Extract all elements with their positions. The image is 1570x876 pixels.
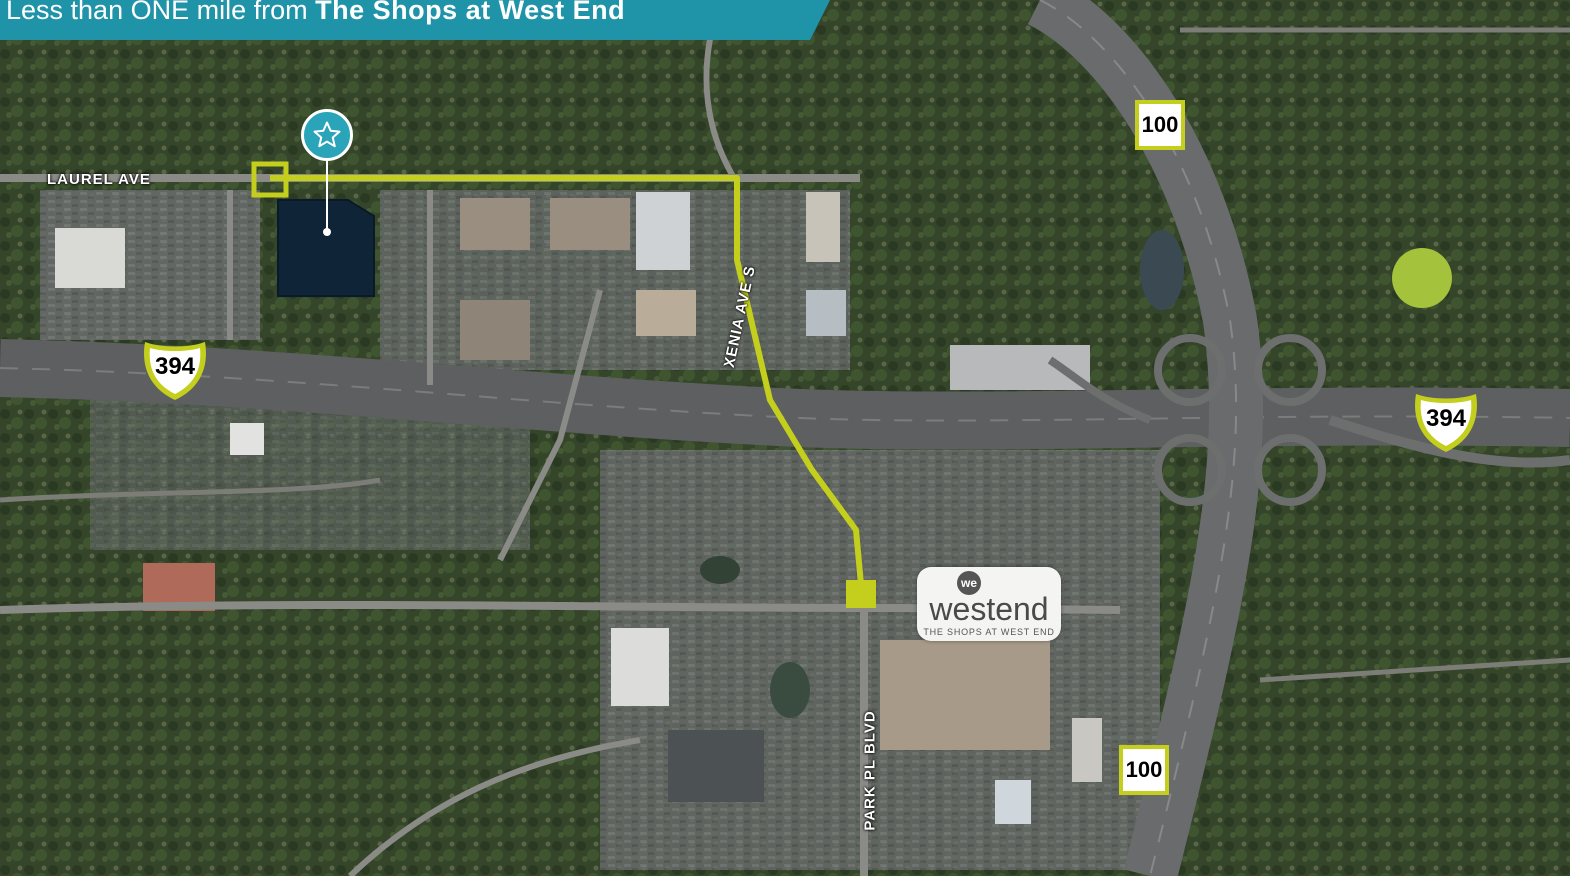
headline-banner: Less than ONE mile from The Shops at Wes…: [0, 0, 830, 40]
hwy-100-number: 100: [1123, 749, 1165, 791]
interstate-shield-icon: [1415, 394, 1477, 452]
interstate-394-shield-right: 394: [1412, 388, 1480, 454]
banner-highlight: The Shops at West End: [315, 0, 626, 25]
star-icon: [313, 121, 341, 148]
interstate-394-number: 394: [1425, 405, 1467, 432]
banner-prefix: Less than ONE mile from: [6, 0, 316, 25]
road-label-laurel-ave: LAUREL AVE: [47, 171, 151, 188]
westend-mark: we: [957, 571, 981, 595]
westend-tagline: THE SHOPS AT WEST END: [923, 627, 1055, 637]
interstate-394-shield-left: 394: [141, 336, 209, 402]
road-label-park-pl-blvd: PARK PL BLVD: [861, 710, 879, 831]
hwy-100-shield-bottom: 100: [1119, 745, 1169, 795]
westend-logo-text: westend: [929, 591, 1049, 627]
interstate-394-number: 394: [154, 353, 196, 380]
hwy-100-shield-top: 100: [1135, 100, 1185, 150]
interstate-shield-icon: [144, 342, 206, 400]
westend-logo-card[interactable]: we westend THE SHOPS AT WEST END: [917, 567, 1061, 641]
hwy-100-number: 100: [1139, 104, 1181, 146]
site-marker[interactable]: [301, 109, 353, 161]
